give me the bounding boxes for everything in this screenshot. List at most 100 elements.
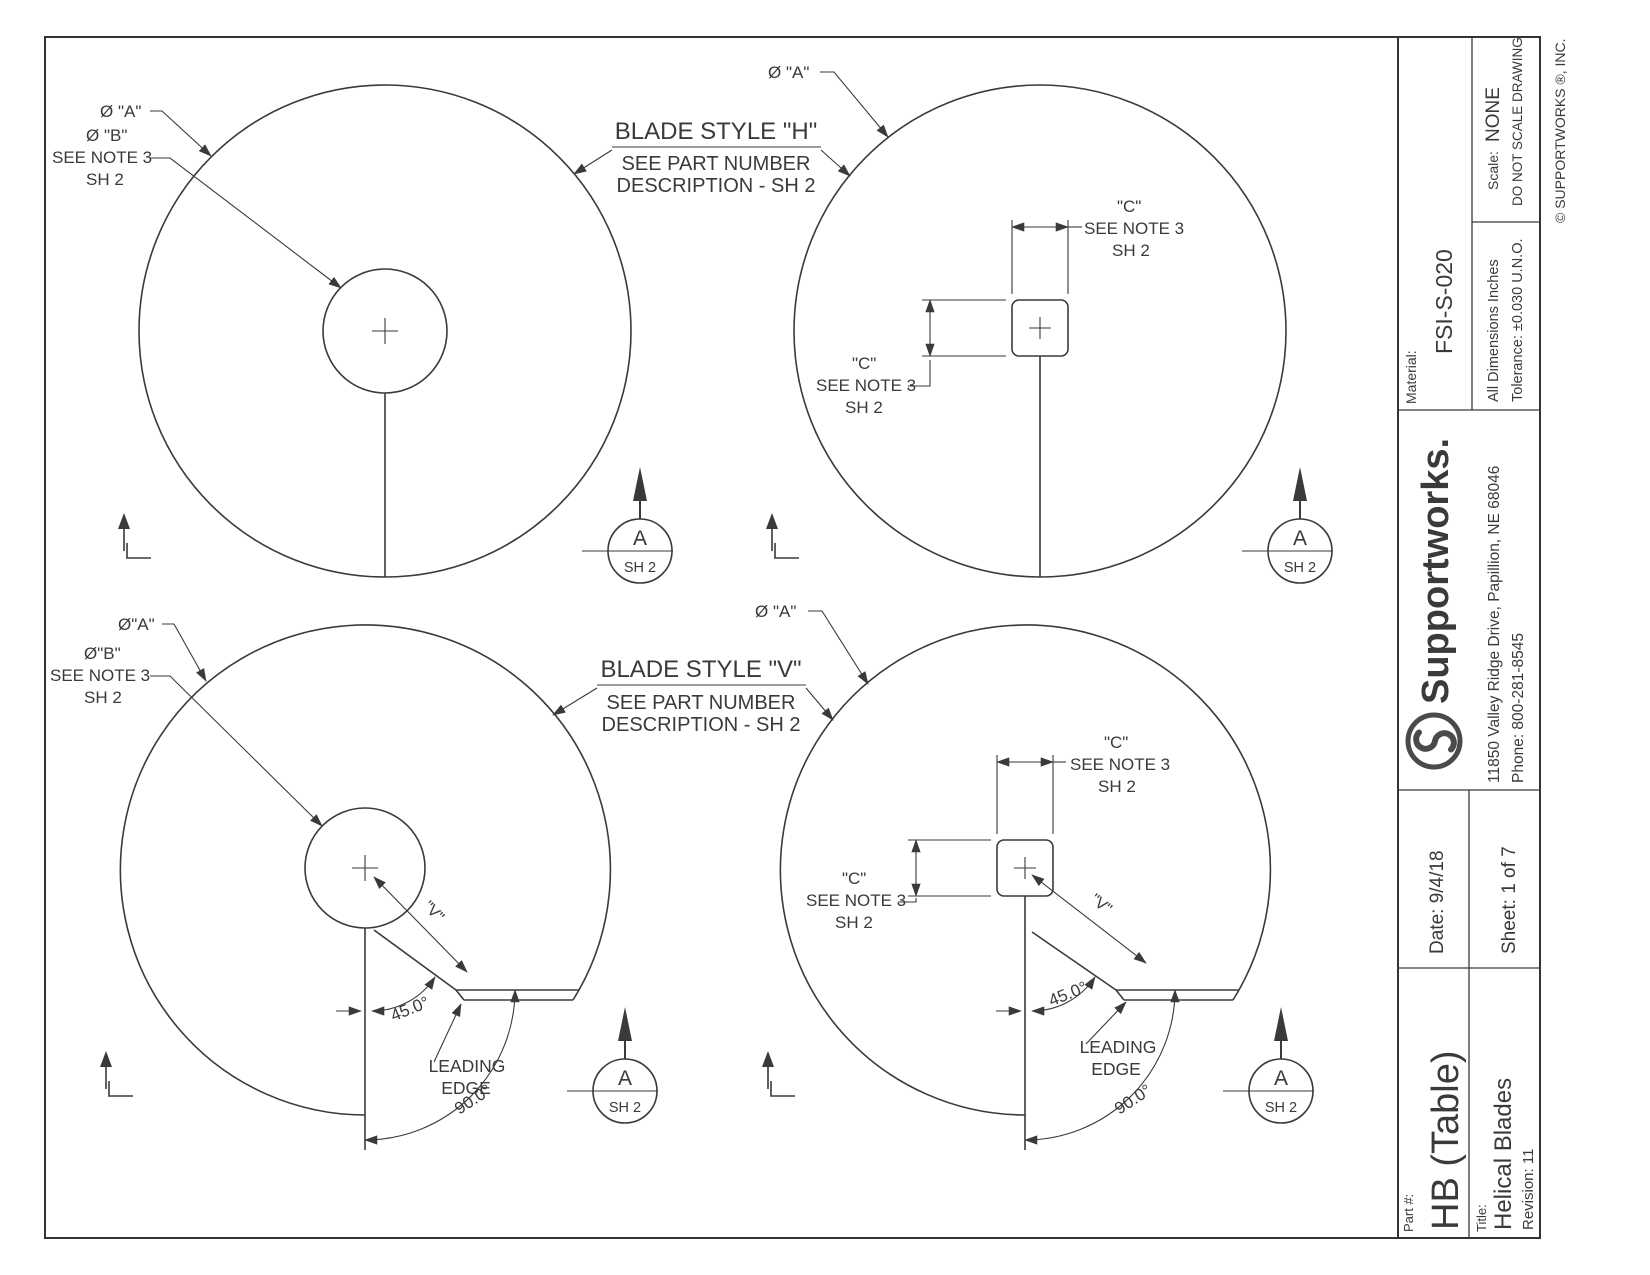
leader-dia-a	[150, 110, 212, 157]
date-value: Date: 9/4/18	[1427, 850, 1448, 954]
label-dia-a: Ø"A"	[118, 615, 155, 634]
dim-v-line	[1031, 874, 1147, 964]
dim-note-see-note-3: SEE NOTE 3	[816, 376, 916, 395]
section-sheet: SH 2	[1265, 1100, 1297, 1116]
scale-note: DO NOT SCALE DRAWING	[1510, 37, 1525, 206]
leading-edge-leader	[433, 1003, 462, 1063]
note-sh-2: SH 2	[84, 688, 122, 707]
section-letter: A	[633, 527, 647, 550]
leader-dia-a	[820, 71, 889, 138]
callout-leader-left	[573, 149, 613, 175]
title-label: Title:	[1474, 1204, 1489, 1232]
view-blade-h-square: Ø "A" "C" SEE NOTE 3 SH 2 "C" SEE NOTE 3…	[765, 63, 1333, 584]
sheet-border	[44, 36, 1541, 1239]
section-arrow-icon	[618, 1007, 632, 1041]
leading-edge-label-line1: LEADING	[1080, 1037, 1157, 1057]
dim-note-sh-2: SH 2	[1112, 241, 1150, 260]
section-letter: A	[1274, 1067, 1288, 1090]
dim-note-see-note-3: SEE NOTE 3	[806, 891, 906, 910]
center-cross	[372, 318, 398, 344]
titleblock-grid	[1398, 37, 1540, 1238]
blade-outline	[779, 624, 1272, 1116]
dim-note-sh-2: SH 2	[1098, 777, 1136, 796]
callout-leader-right	[820, 149, 851, 177]
part-number-value: HB (Table)	[1425, 1051, 1467, 1231]
view-blade-v-square: "C" SEE NOTE 3 SH 2 "C" SEE NOTE 3 SH 2 …	[755, 602, 1314, 1150]
blade-style-v-title: BLADE STYLE "V"	[600, 656, 801, 683]
section-sheet: SH 2	[609, 1100, 641, 1116]
label-dia-b: Ø "B"	[86, 126, 127, 145]
dim-note-see-note-3: SEE NOTE 3	[1084, 219, 1184, 238]
blade-style-v-sub1: SEE PART NUMBER	[607, 692, 796, 714]
section-sheet: SH 2	[624, 560, 656, 576]
label-dia-a: Ø "A"	[755, 602, 796, 621]
title-value: Helical Blades	[1490, 1078, 1517, 1230]
angle-90-arc	[1024, 989, 1180, 1145]
dim-note-see-note-3: SEE NOTE 3	[1070, 755, 1170, 774]
section-letter: A	[1293, 527, 1307, 550]
dim-c-left: "C" SEE NOTE 3 SH 2	[806, 839, 991, 932]
blade-style-h-sub2: DESCRIPTION - SH 2	[617, 175, 816, 197]
note-sh-2: SH 2	[86, 170, 124, 189]
blade-style-h-sub1: SEE PART NUMBER	[622, 153, 811, 175]
sheet-value: Sheet: 1 of 7	[1499, 846, 1520, 954]
leader-dia-b	[150, 675, 323, 827]
material-value: FSI-S-020	[1431, 249, 1457, 354]
section-arrow-icon	[1293, 467, 1307, 501]
callout-leader-right	[805, 687, 834, 721]
blade-style-h-callout: BLADE STYLE "H" SEE PART NUMBER DESCRIPT…	[573, 118, 851, 197]
callout-leader-left	[552, 687, 598, 716]
dimensions-note-line1: All Dimensions Inches	[1486, 259, 1502, 402]
blade-style-v-sub2: DESCRIPTION - SH 2	[602, 714, 801, 736]
brand-name: Supportworks.	[1415, 438, 1457, 704]
label-dia-a: Ø "A"	[100, 102, 141, 121]
dim-c-top: "C" SEE NOTE 3 SH 2	[1011, 197, 1184, 294]
revision-value: Revision: 11	[1520, 1149, 1537, 1230]
dim-label-c: "C"	[1117, 197, 1141, 216]
part-number-label: Part #:	[1401, 1194, 1416, 1232]
dim-label-c: "C"	[842, 869, 866, 888]
blade-style-h-title: BLADE STYLE "H"	[615, 118, 817, 145]
section-marker: A SH 2	[567, 1007, 658, 1124]
note-see-note-3: SEE NOTE 3	[52, 148, 152, 167]
leading-edge-label-line1: LEADING	[429, 1056, 506, 1076]
leader-dia-a	[808, 610, 869, 685]
address-line: 11850 Valley Ridge Drive, Papillion, NE …	[1486, 466, 1503, 783]
dim-label-c: "C"	[1104, 733, 1128, 752]
dim-c-top: "C" SEE NOTE 3 SH 2	[996, 733, 1170, 834]
note-see-note-3: SEE NOTE 3	[50, 666, 150, 685]
section-letter: A	[618, 1067, 632, 1090]
material-label: Material:	[1403, 350, 1419, 404]
leading-edge-leader	[1085, 1001, 1127, 1045]
section-sheet: SH 2	[1284, 560, 1316, 576]
section-marker: A SH 2	[582, 467, 673, 584]
center-cross	[1014, 857, 1036, 879]
leading-edge-label-line2: EDGE	[1091, 1059, 1141, 1079]
angle-90-arc	[364, 989, 520, 1145]
scale-value: NONE	[1483, 87, 1504, 142]
phone-line: Phone: 800-281-8545	[1510, 633, 1527, 783]
dim-note-sh-2: SH 2	[835, 913, 873, 932]
center-cross	[352, 855, 378, 881]
section-marker: A SH 2	[1242, 467, 1333, 584]
dim-c-left: "C" SEE NOTE 3 SH 2	[816, 299, 1006, 417]
dim-v-line	[373, 876, 468, 973]
leading-edge-label-line2: EDGE	[441, 1078, 491, 1098]
leader-dia-b	[150, 157, 342, 289]
leader-dia-a	[162, 623, 207, 682]
label-dia-a: Ø "A"	[768, 63, 809, 82]
dimensions-note-line2: Tolerance: ±0.030 U.N.O.	[1510, 238, 1526, 402]
scale-label: Scale:	[1485, 151, 1501, 190]
section-arrow-icon	[633, 467, 647, 501]
blade-outline	[119, 624, 612, 1116]
section-arrow-icon	[1274, 1007, 1288, 1041]
dim-note-sh-2: SH 2	[845, 398, 883, 417]
supportworks-logo-icon	[1405, 712, 1463, 770]
label-dia-b: Ø"B"	[84, 644, 121, 663]
copyright-note: © SUPPORTWORKS ®, INC.	[1552, 38, 1568, 223]
view-blade-h-round: Ø "A" Ø "B" SEE NOTE 3 SH 2 A SH 2	[52, 84, 673, 584]
dim-label-c: "C"	[852, 354, 876, 373]
